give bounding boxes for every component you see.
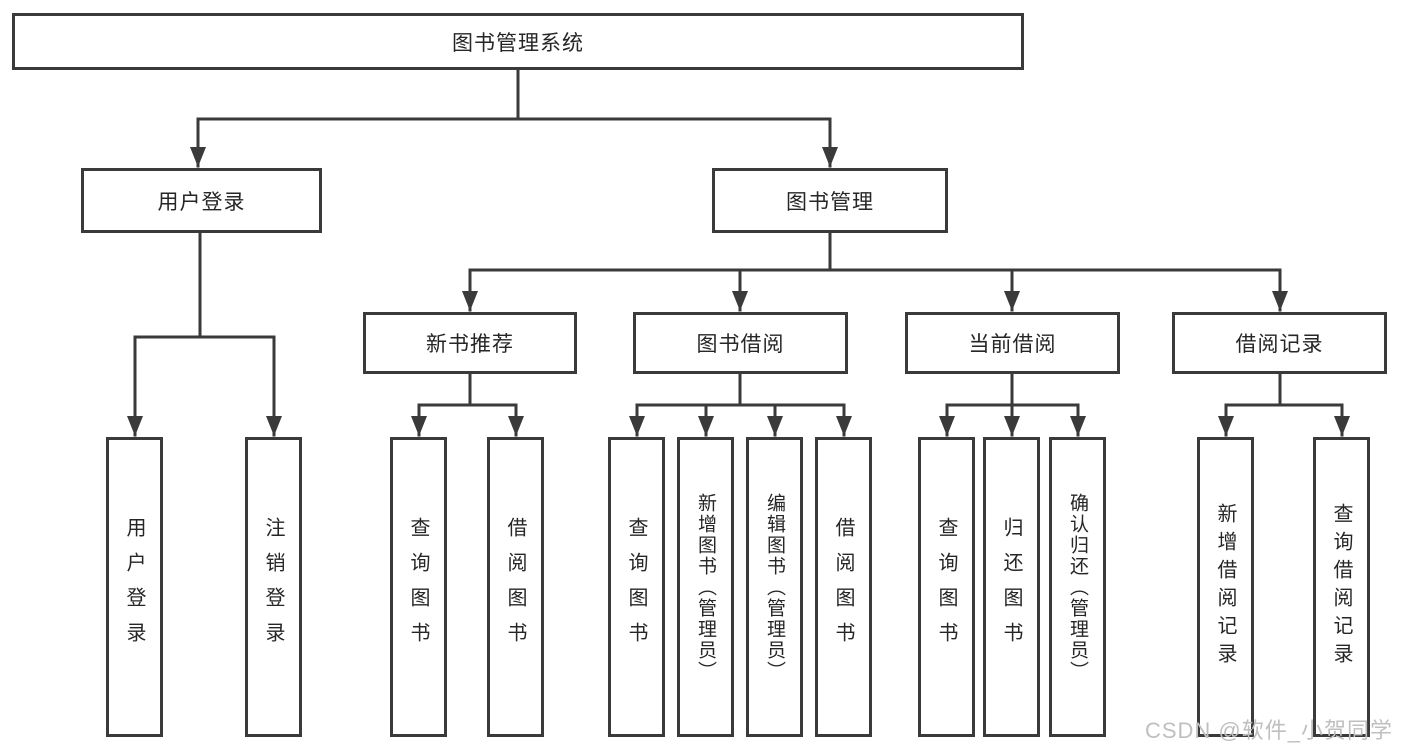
node-new-book-recommendation: 新书推荐: [363, 312, 577, 374]
leaf-borrow-add-books-admin: 新增图书（管理员）: [677, 437, 734, 737]
node-book-management: 图书管理: [712, 168, 948, 233]
leaf-logout: 注销登录: [245, 437, 302, 737]
node-book-borrowing: 图书借阅: [633, 312, 848, 374]
leaf-recommend-query-books: 查询图书: [390, 437, 447, 737]
leaf-borrow-edit-books-admin: 编辑图书（管理员）: [746, 437, 803, 737]
leaf-current-confirm-return-admin: 确认归还（管理员）: [1049, 437, 1106, 737]
leaf-records-query-borrow-record: 查询借阅记录: [1313, 437, 1370, 737]
leaf-recommend-borrow-books: 借阅图书: [487, 437, 544, 737]
node-root: 图书管理系统: [12, 13, 1024, 70]
leaf-current-query-books: 查询图书: [918, 437, 975, 737]
csdn-watermark: CSDN @软件_小贺同学: [1144, 718, 1393, 743]
node-current-borrowing: 当前借阅: [905, 312, 1120, 374]
leaf-user-login: 用户登录: [106, 437, 163, 737]
node-user-login: 用户登录: [81, 168, 322, 233]
leaf-records-add-borrow-record: 新增借阅记录: [1197, 437, 1254, 737]
node-borrowing-records: 借阅记录: [1172, 312, 1387, 374]
leaf-borrow-query-books: 查询图书: [608, 437, 665, 737]
leaf-current-return-books: 归还图书: [983, 437, 1040, 737]
leaf-borrow-borrow-books: 借阅图书: [815, 437, 872, 737]
